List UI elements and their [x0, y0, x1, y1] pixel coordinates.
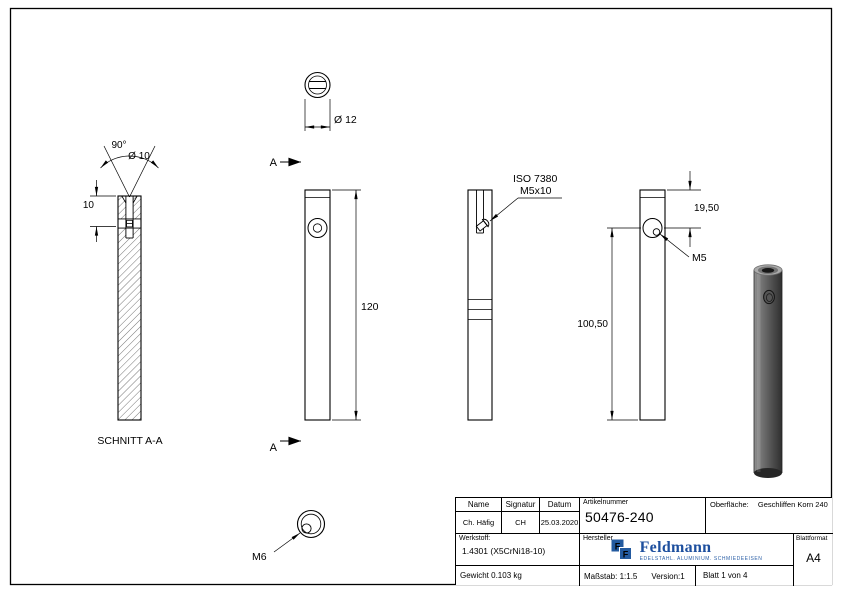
dim-depth-10: 10 [83, 200, 95, 211]
top-view-circle [304, 71, 331, 99]
hersteller-cell: Hersteller F F Feldmann EDELSTAHL. ALUMI… [580, 534, 794, 566]
massstab-cell: Maßstab: 1:1.5 Version:1 [580, 566, 696, 586]
dim-diameter-12-lines [304, 99, 331, 131]
blatt-cell: Blatt 1 von 4 [696, 566, 794, 586]
artikelnummer-cell: Artikelnummer 50476-240 [580, 498, 706, 534]
signatur-header: Signatur [502, 498, 540, 512]
werkstoff-value: 1.4301 (X5CrNi18-10) [462, 546, 546, 556]
hersteller-label: Hersteller [583, 535, 613, 542]
sheet-border [9, 7, 833, 586]
dim-diameter-12: Ø 12 [334, 114, 357, 126]
offset-view [639, 189, 666, 421]
logo-text: Feldmann EDELSTAHL. ALUMINIUM. SCHMIEDEE… [639, 538, 763, 562]
logo-wordmark: Feldmann [639, 538, 712, 556]
title-block: Name Signatur Datum Artikelnummer 50476-… [455, 497, 833, 586]
section-view-label: SCHNITT A-A [97, 435, 162, 447]
bottom-thread-view [273, 509, 326, 553]
oberflaeche-cell: Oberfläche: Geschliffen Korn 240 [706, 498, 833, 534]
dim-angle-90: 90° [111, 140, 126, 151]
front-view [304, 189, 331, 421]
screw-view [467, 189, 493, 421]
blattformat-cell: Blattformat A4 [794, 534, 833, 586]
dim-length-120: 120 [361, 301, 379, 313]
iso-3d-view [753, 264, 783, 478]
section-letter-top: A [270, 157, 278, 169]
screw-callout-leader [489, 197, 562, 222]
screw-callout-iso: ISO 7380 [513, 173, 558, 185]
screw-callout-size: M5x10 [520, 185, 552, 197]
thread-callout-m6: M6 [252, 551, 267, 563]
section-view [117, 195, 142, 421]
feldmann-logo: F F Feldmann EDELSTAHL. ALUMINIUM. SCHMI… [580, 534, 793, 565]
werkstoff-cell: Werkstoff: 1.4301 (X5CrNi18-10) [456, 534, 580, 566]
section-cut-arrows [280, 157, 301, 446]
datum-value: 25.03.2020 [540, 512, 580, 534]
massstab-value: Maßstab: 1:1.5 [584, 571, 638, 581]
logo-tagline: EDELSTAHL. ALUMINIUM. SCHMIEDEEISEN [639, 555, 763, 562]
blattformat-value: A4 [806, 551, 821, 565]
artikelnummer-value: 50476-240 [585, 509, 654, 525]
name-header: Name [456, 498, 502, 512]
thread-callout-m5: M5 [692, 252, 707, 264]
datum-header: Datum [540, 498, 580, 512]
dim-offset-19-50: 19,50 [694, 203, 719, 214]
dim-length-120-lines [332, 189, 361, 421]
oberflaeche-label: Oberfläche: [710, 500, 749, 509]
logo-monogram-2: F [622, 550, 628, 560]
button-head-screw [475, 218, 490, 232]
dim-diameter-10: Ø 10 [128, 151, 150, 162]
signatur-value: CH [502, 512, 540, 534]
artikelnummer-label: Artikelnummer [583, 499, 629, 506]
feldmann-logo-icon: F F [611, 539, 632, 560]
oberflaeche-value: Geschliffen Korn 240 [757, 500, 828, 509]
werkstoff-label: Werkstoff: [459, 535, 491, 542]
blattformat-label: Blattformat [796, 535, 828, 542]
version-value: Version:1 [651, 571, 685, 581]
gewicht-cell: Gewicht 0.103 kg [456, 566, 580, 586]
name-value: Ch. Häfig [456, 512, 502, 534]
section-view-dimensions [90, 145, 159, 242]
section-letter-bottom: A [270, 442, 278, 454]
logo-monogram-1: F [614, 542, 620, 552]
dim-length-100-50: 100,50 [577, 319, 608, 330]
offset-view-dimensions [607, 171, 701, 421]
